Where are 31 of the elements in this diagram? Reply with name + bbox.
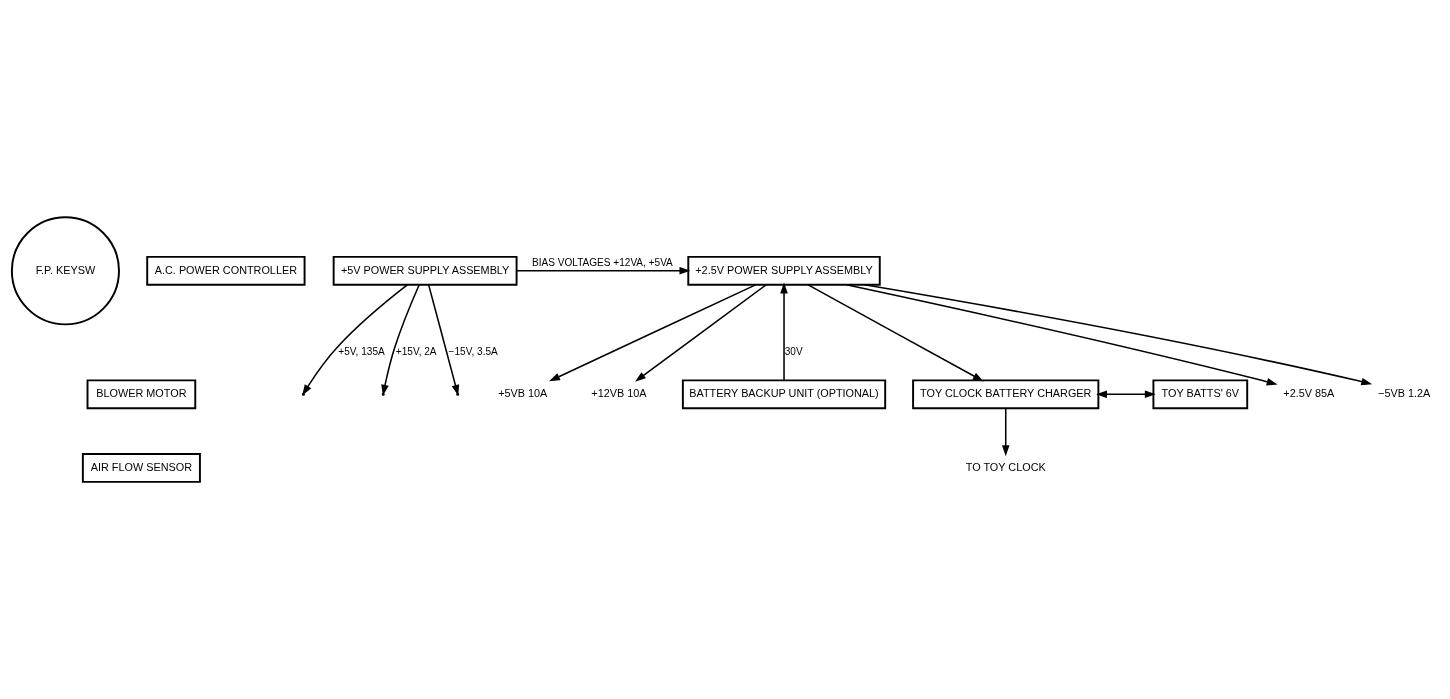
arrow xyxy=(807,284,984,382)
arrow xyxy=(381,284,420,396)
arrow xyxy=(302,284,409,396)
edge-label: −15V, 3.5A xyxy=(448,346,498,358)
edge-label: BIAS VOLTAGES +12VA, +5VA xyxy=(532,256,673,268)
arrow xyxy=(1096,390,1156,399)
node-text: −5VB 1.2A xyxy=(1378,387,1431,400)
node-circle: F.P. KEYSW xyxy=(10,216,120,326)
node-box: BATTERY BACKUP UNIT (OPTIONAL) xyxy=(681,379,887,410)
node-box: +5V POWER SUPPLY ASSEMBLY xyxy=(332,255,518,286)
node-text: +12VB 10A xyxy=(591,387,647,400)
node-box: TOY CLOCK BATTERY CHARGER xyxy=(912,379,1100,410)
node-box: +2.5V POWER SUPPLY ASSEMBLY xyxy=(687,255,881,286)
arrow xyxy=(427,284,460,396)
arrow xyxy=(863,284,1373,386)
node-box: BLOWER MOTOR xyxy=(86,379,197,410)
node-text: +2.5V 85A xyxy=(1283,387,1335,400)
node-text: TO TOY CLOCK xyxy=(965,460,1046,473)
node-box: TOY BATTS' 6V xyxy=(1152,379,1249,410)
arrow xyxy=(635,284,767,382)
edge-label: +5V, 135A xyxy=(338,346,385,358)
arrow xyxy=(1001,407,1010,457)
node-box: AIR FLOW SENSOR xyxy=(81,453,201,483)
arrow xyxy=(845,284,1278,386)
node-text: +5VB 10A xyxy=(498,387,548,400)
arrow xyxy=(549,284,757,382)
node-box: A.C. POWER CONTROLLER xyxy=(146,255,306,286)
arrow xyxy=(780,282,788,382)
edge-label: +15V, 2A xyxy=(395,346,437,358)
arrow xyxy=(515,267,691,275)
edge-label: 30V xyxy=(784,346,803,358)
